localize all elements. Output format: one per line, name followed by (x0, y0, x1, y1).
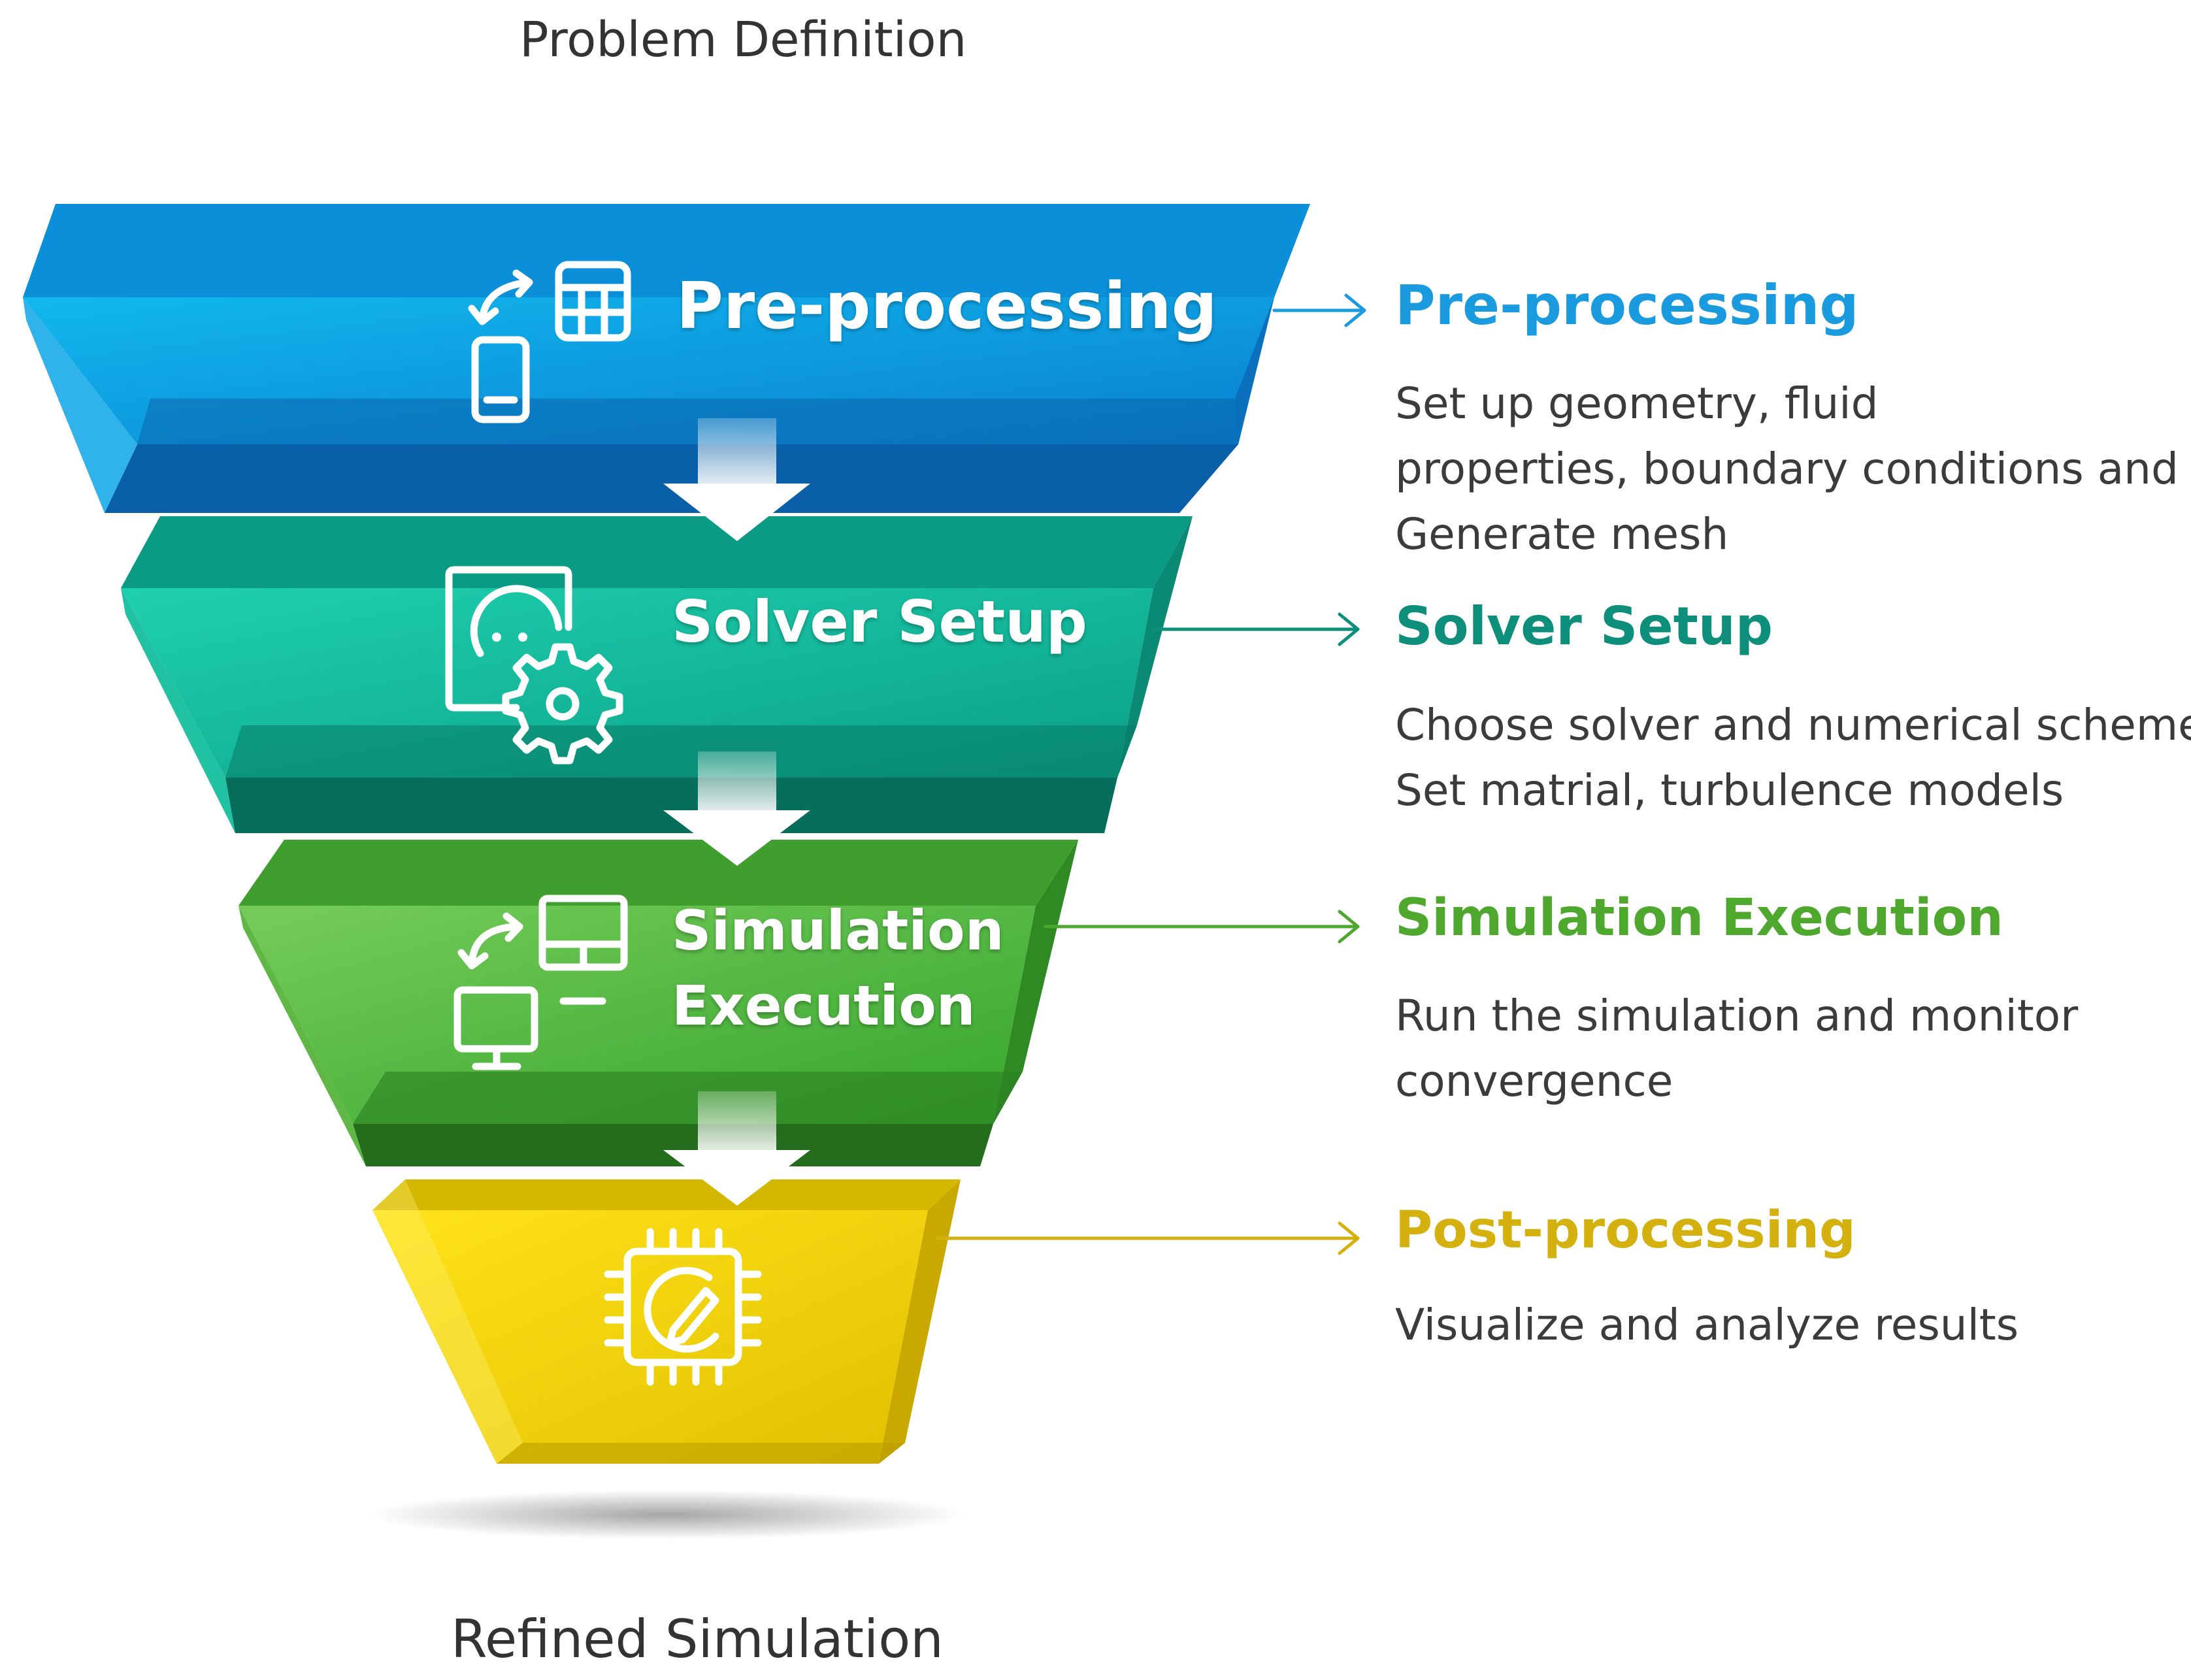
desc-line: Generate mesh (1395, 509, 1729, 559)
side-title-simulation-execution: Simulation Execution (1395, 889, 2003, 947)
stage-label-solver-setup: Solver Setup (672, 588, 1087, 655)
pointer-arrow-post-processing (936, 1221, 1360, 1255)
connector-arrow-2 (663, 751, 810, 866)
desc-line: Set matrial, turbulence models (1395, 765, 2064, 815)
side-desc-post-processing: Visualize and analyze results (1395, 1293, 2018, 1358)
computer-sync-icon (453, 895, 628, 1070)
top-caption: Problem Definition (519, 12, 967, 68)
monitor-gear-icon (445, 566, 623, 765)
pointer-arrow-simulation-execution (1044, 910, 1360, 944)
bottom-caption: Refined Simulation (451, 1609, 944, 1670)
funnel-stage-post-processing (372, 1179, 961, 1464)
chip-chart-icon (604, 1228, 762, 1386)
funnel-shadow (366, 1490, 967, 1540)
desc-line: Set up geometry, fluid (1395, 378, 1879, 429)
stage-label-execution: Execution (672, 974, 976, 1038)
connector-arrow-1 (663, 418, 810, 541)
side-desc-simulation-execution: Run the simulation and monitor convergen… (1395, 983, 2078, 1114)
desc-line: properties, boundary conditions and (1395, 444, 2179, 494)
funnel-stage-solver-setup (121, 516, 1193, 833)
phone-sync-calculator-icon (468, 261, 631, 423)
desc-line: Visualize and analyze results (1395, 1300, 2019, 1350)
side-desc-solver-setup: Choose solver and numerical scheme, Set … (1395, 693, 2191, 823)
funnel-stage-pre-processing (23, 204, 1310, 513)
desc-line: convergence (1395, 1056, 1673, 1106)
pointer-arrow-pre-processing (1272, 293, 1366, 327)
side-desc-pre-processing: Set up geometry, fluid properties, bound… (1395, 371, 2179, 567)
connector-arrow-3 (663, 1091, 810, 1206)
funnel-stage-simulation-execution (239, 840, 1078, 1166)
stage-label-simulation: Simulation (672, 898, 1004, 963)
side-title-pre-processing: Pre-processing (1395, 273, 1859, 337)
side-title-solver-setup: Solver Setup (1395, 596, 1773, 657)
side-title-post-processing: Post-processing (1395, 1201, 1856, 1260)
desc-line: Choose solver and numerical scheme, (1395, 700, 2191, 750)
desc-line: Run the simulation and monitor (1395, 991, 2079, 1041)
stage-label-pre-processing: Pre-processing (676, 269, 1217, 344)
pointer-arrow-solver-setup (1151, 612, 1360, 646)
